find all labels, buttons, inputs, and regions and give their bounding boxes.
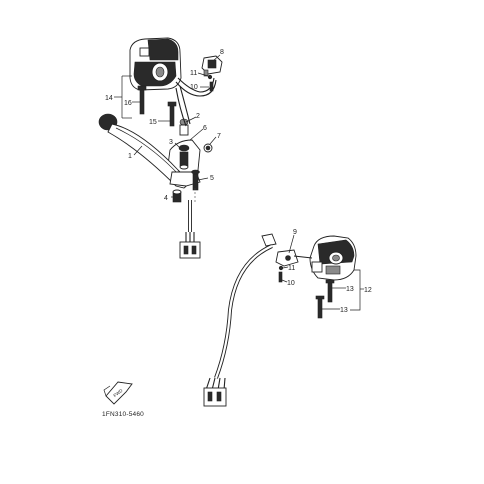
callout-8: 8 <box>220 49 224 56</box>
front-arrow-icon: FWD <box>103 381 133 405</box>
screw-13-upper <box>325 279 335 303</box>
left-harness <box>179 200 201 259</box>
callout-5: 5 <box>210 175 214 182</box>
callout-10-right: 10 <box>287 280 295 287</box>
callout-13-upper: 13 <box>346 286 354 293</box>
nut-4 <box>172 189 182 203</box>
screw-13-lower <box>315 295 325 319</box>
clutch-switch-8 <box>201 55 223 92</box>
drawing-code: 1FN310-5460 <box>102 411 144 418</box>
callout-2: 2 <box>196 113 200 120</box>
callout-10-left: 10 <box>190 84 198 91</box>
screw-10-right <box>278 265 284 283</box>
clutch-lever-1 <box>98 113 201 189</box>
bracket-9 <box>261 233 299 267</box>
callout-7: 7 <box>217 133 221 140</box>
leader-lines <box>114 54 364 311</box>
screw-16 <box>137 85 147 115</box>
callout-1: 1 <box>128 153 132 160</box>
screw-15 <box>167 101 177 127</box>
right-switch-housing <box>309 235 357 281</box>
callout-6: 6 <box>203 125 207 132</box>
callout-11-left: 11 <box>190 70 197 77</box>
callout-11-right: 11 <box>288 265 295 272</box>
left-switch-housing <box>129 37 182 91</box>
callout-13-lower: 13 <box>340 307 348 314</box>
callout-16: 16 <box>124 100 132 107</box>
callout-4: 4 <box>164 195 168 202</box>
callout-9: 9 <box>293 229 297 236</box>
callout-14: 14 <box>105 95 113 102</box>
callout-12: 12 <box>364 287 372 294</box>
callout-3: 3 <box>169 139 173 146</box>
bolt-5 <box>191 169 200 191</box>
callout-15: 15 <box>149 119 157 126</box>
front-arrow-label: FWD <box>112 388 124 399</box>
right-harness <box>203 244 273 407</box>
